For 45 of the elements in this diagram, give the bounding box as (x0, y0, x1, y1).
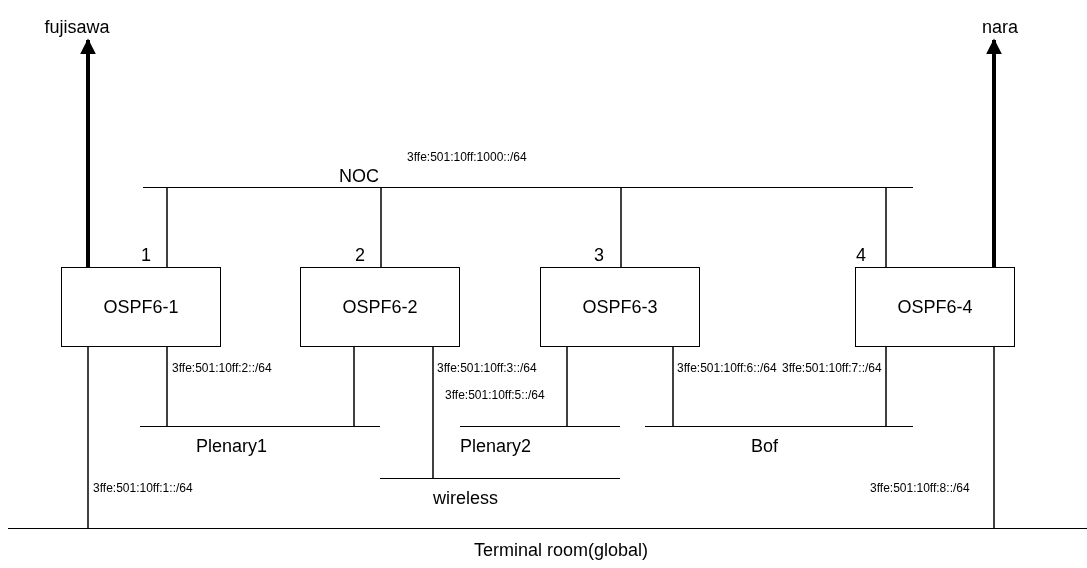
segment-label: Plenary1 (196, 435, 268, 457)
router-box (855, 267, 1015, 347)
router-label: OSPF6-2 (342, 296, 418, 318)
router-label: OSPF6-3 (582, 296, 658, 318)
network-link (380, 187, 382, 268)
uplink-arrow (986, 38, 1002, 267)
network-link (353, 346, 355, 427)
segment-label: Terminal room(global) (474, 539, 649, 561)
network-link (672, 346, 674, 427)
subnet-label: 3ffe:501:10ff:2::/64 (172, 361, 272, 375)
network-link (166, 187, 168, 268)
subnet-label: 3ffe:501:10ff:3::/64 (437, 361, 537, 375)
network-link (166, 346, 168, 427)
segment-label: wireless (433, 487, 498, 509)
network-link (993, 346, 995, 529)
router-box (300, 267, 460, 347)
segment-label: NOC (339, 165, 379, 187)
interface-number: 1 (141, 245, 151, 265)
segment-label: Bof (751, 435, 779, 457)
subnet-label: 3ffe:501:10ff:7::/64 (782, 361, 882, 375)
subnet-label: 3ffe:501:10ff:1000::/64 (407, 150, 527, 164)
interface-number: 3 (594, 245, 604, 265)
router-box (540, 267, 700, 347)
subnet-label: 3ffe:501:10ff:5::/64 (445, 388, 545, 402)
network-link (885, 346, 887, 427)
site-label: fujisawa (37, 16, 117, 40)
network-link (566, 346, 568, 427)
router-label: OSPF6-1 (103, 296, 179, 318)
interface-number: 4 (856, 245, 866, 265)
uplink-arrow (80, 38, 96, 267)
network-link (432, 346, 434, 479)
network-segment (8, 528, 1087, 562)
router-box (61, 267, 221, 347)
network-link (87, 346, 89, 529)
network-link (620, 187, 622, 268)
subnet-label: 3ffe:501:10ff:1::/64 (93, 481, 193, 495)
subnet-label: 3ffe:501:10ff:8::/64 (870, 481, 970, 495)
network-link (885, 187, 887, 268)
site-label: nara (970, 16, 1030, 40)
interface-number: 2 (355, 245, 365, 265)
subnet-label: 3ffe:501:10ff:6::/64 (677, 361, 777, 375)
network-segment (460, 426, 620, 458)
segment-label: Plenary2 (460, 435, 532, 457)
network-segment (140, 426, 380, 458)
router-label: OSPF6-4 (897, 296, 973, 318)
